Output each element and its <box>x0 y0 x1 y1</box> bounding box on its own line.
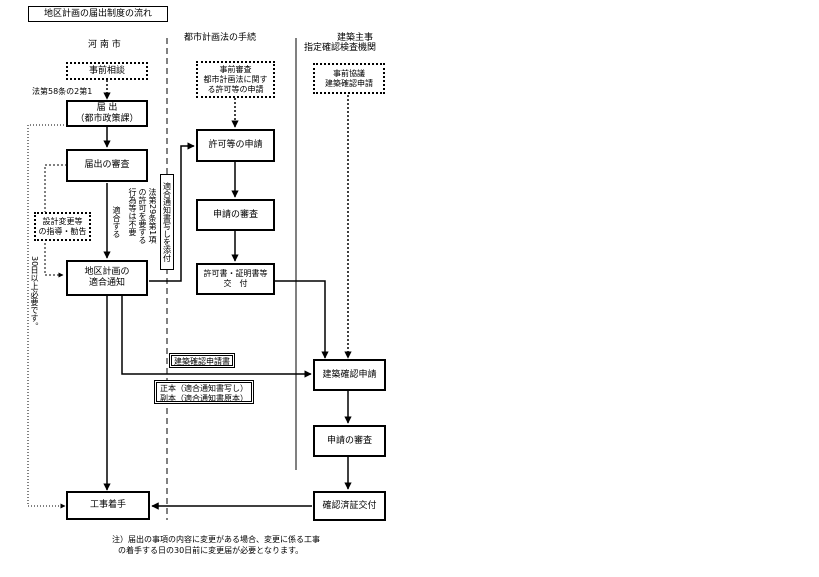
node-conformity-notice: 地区計画の 適合通知 <box>66 260 148 296</box>
label-conform: 適合する <box>112 206 121 238</box>
edge-label-copies: 正本（適合通知書写し） 副本（適合通知書原本） <box>154 380 254 404</box>
node-review-application-1: 申請の審査 <box>196 199 275 231</box>
node-permit-application-label: 許可等の申請 <box>208 140 263 150</box>
node-permit-issue-label-1: 許可書・証明書等 <box>203 269 268 278</box>
node-notification: 届 出 （都市政策課） <box>66 100 148 127</box>
label-attach-notice: 適合通知書写しを添付 <box>160 174 174 270</box>
label-attach-notice-text: 適合通知書写しを添付 <box>162 182 172 262</box>
edge-label-copies-1: 正本（適合通知書写し） <box>160 384 248 393</box>
label-law29-3: 行為等は不要 <box>128 188 137 236</box>
node-design-change-label-2: の指導・勧告 <box>38 226 87 236</box>
node-prior-review-label-1: 事前審査 <box>219 64 252 74</box>
node-permit-issue-label-2: 交 付 <box>223 279 248 288</box>
node-prior-meeting-label-2: 建築確認申請 <box>325 78 373 88</box>
node-review-notification-label: 届出の審査 <box>84 160 130 170</box>
edge-label-application-doc: 建築確認申請書 <box>169 353 235 368</box>
node-prior-consult-label: 事前相談 <box>88 65 125 76</box>
node-review-notification: 届出の審査 <box>66 149 148 182</box>
diagram-title-text: 地区計画の届出制度の流れ <box>43 8 152 19</box>
column-header-building-2: 指定確認検査機関 <box>304 43 377 53</box>
column-header-city: 河 南 市 <box>88 40 121 50</box>
arrow-conformity-to-permit <box>149 142 195 282</box>
node-review-application-1-label: 申請の審査 <box>212 209 258 220</box>
node-certificate-issue-label: 確認済証交付 <box>322 500 377 511</box>
arrow-conformity-to-building-app <box>121 296 312 378</box>
node-notification-label-2: （都市政策課） <box>75 113 139 124</box>
node-design-change: 設計変更等 の指導・勧告 <box>34 212 91 241</box>
diagram-title: 地区計画の届出制度の流れ <box>28 6 168 22</box>
node-prior-review-label-3: る許可等の申請 <box>207 84 264 94</box>
arrow-30day-dotted <box>27 124 67 509</box>
label-thirty-days: 30日以上必要です。 <box>29 256 39 331</box>
node-construction-start: 工事着手 <box>66 491 150 520</box>
node-conformity-notice-label-2: 適合通知 <box>88 278 125 288</box>
footnote-line-2: の着手する日の30日前に変更届が必要となります。 <box>118 546 304 555</box>
node-prior-meeting: 事前協議 建築確認申請 <box>313 63 385 94</box>
node-review-application-2-label: 申請の審査 <box>326 435 372 446</box>
node-notification-label-1: 届 出 <box>96 102 118 113</box>
edge-label-copies-2: 副本（適合通知書原本） <box>160 394 248 403</box>
column-header-urban: 都市計画法の手続 <box>184 33 257 43</box>
node-building-application: 建築確認申請 <box>313 359 386 391</box>
node-permit-application: 許可等の申請 <box>196 129 275 162</box>
footnote-line-1: 注）届出の事項の内容に変更がある場合、変更に係る工事 <box>112 535 320 544</box>
node-building-application-label: 建築確認申請 <box>322 369 377 380</box>
node-prior-review: 事前審査 都市計画法に関す る許可等の申請 <box>196 61 275 98</box>
node-conformity-notice-label-1: 地区計画の <box>84 267 130 277</box>
column-header-building-1: 建築主事 <box>337 33 374 43</box>
node-prior-review-label-2: 都市計画法に関す <box>203 74 268 84</box>
label-law29-1: 法第29条第1項 <box>148 188 157 244</box>
node-design-change-label-1: 設計変更等 <box>42 216 83 226</box>
node-review-application-2: 申請の審査 <box>313 425 386 457</box>
node-construction-start-label: 工事着手 <box>89 500 126 510</box>
node-prior-consult: 事前相談 <box>66 62 148 80</box>
law-note: 法第58条の2第1 <box>32 87 93 96</box>
label-law29-2: の許可を要する <box>138 188 147 244</box>
arrow-permit-issue-to-building-app <box>275 280 329 359</box>
node-certificate-issue: 確認済証交付 <box>313 491 386 521</box>
node-permit-issue: 許可書・証明書等 交 付 <box>196 263 275 295</box>
node-prior-meeting-label-1: 事前協議 <box>333 68 365 78</box>
